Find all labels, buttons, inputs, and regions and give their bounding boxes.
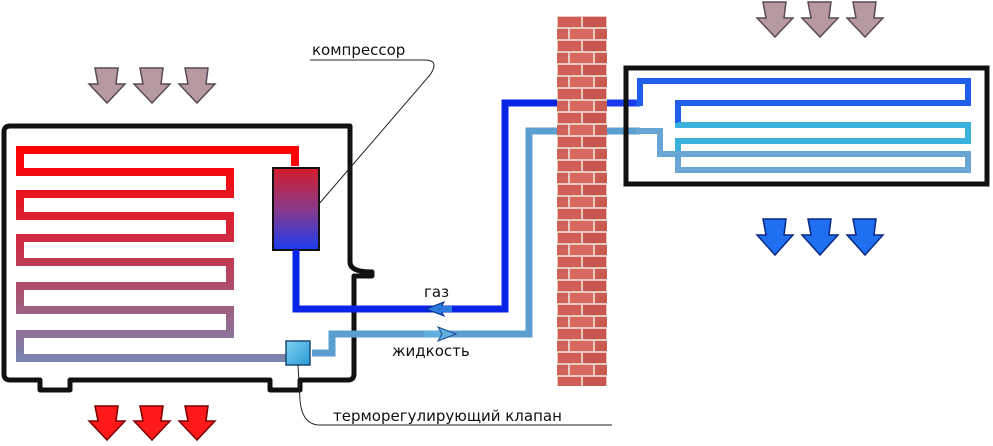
down-arrow-icon [800, 218, 840, 257]
valve-label: терморегулирующий клапан [333, 407, 562, 425]
compressor-leader-line [310, 59, 435, 206]
outdoor-condenser-coil [16, 146, 299, 362]
down-arrow-icon [177, 67, 217, 105]
gas-flow-arrow-icon [424, 301, 452, 317]
gas-label: газ [424, 283, 449, 301]
compressor-label: компрессор [312, 41, 405, 59]
down-arrow-icon [87, 67, 127, 105]
down-arrow-icon [800, 1, 840, 39]
down-arrow-icon [845, 1, 885, 39]
brick-wall [557, 16, 607, 386]
liquid-label: жидкость [392, 342, 470, 360]
compressor [272, 167, 320, 251]
outdoor-warm-air-arrows [87, 405, 217, 442]
down-arrow-icon [132, 67, 172, 105]
indoor-cold-air-arrows [755, 218, 885, 257]
indoor-evaporator-coil-blue [636, 78, 971, 123]
down-arrow-icon [87, 405, 127, 442]
indoor-evaporator-coil-cyan [675, 122, 971, 158]
thermostatic-valve [285, 340, 311, 366]
down-arrow-icon [845, 218, 885, 257]
gas-line [292, 99, 560, 313]
outdoor-air-intake-arrows [87, 67, 217, 105]
down-arrow-icon [177, 405, 217, 442]
down-arrow-icon [132, 405, 172, 442]
indoor-air-intake-arrows [755, 1, 885, 39]
liquid-flow-arrow-icon [424, 326, 458, 342]
indoor-evaporator-coil-light [636, 128, 971, 173]
down-arrow-icon [755, 218, 795, 257]
valve-leader-line [297, 364, 612, 426]
indoor-unit-body [623, 65, 990, 187]
outdoor-unit-body [1, 123, 375, 393]
down-arrow-icon [755, 1, 795, 39]
